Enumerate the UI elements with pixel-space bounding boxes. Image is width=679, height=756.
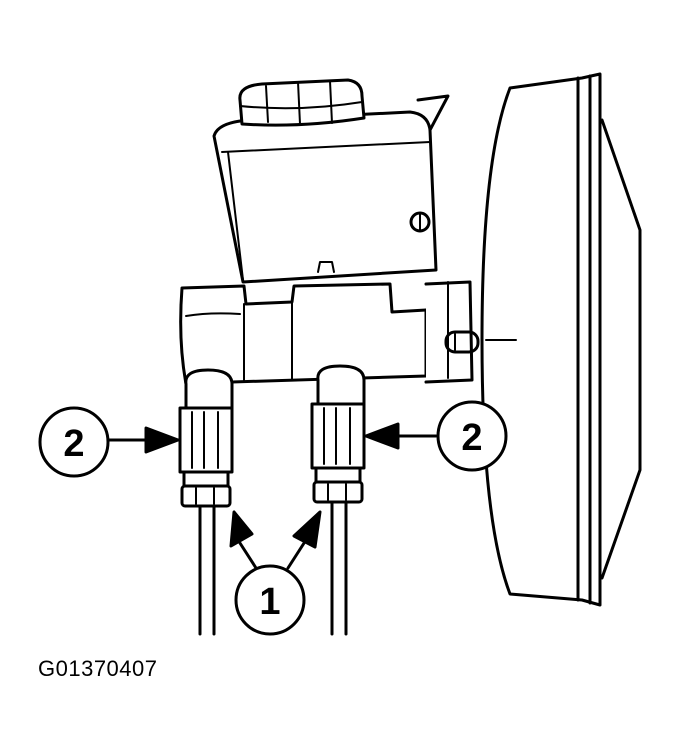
callout-brake-lines: 1 [234,564,306,636]
leader-arrows [106,422,438,570]
callout-label: 2 [461,417,482,459]
brake-booster [480,72,642,607]
callout-label: 1 [259,581,280,623]
left-outlet [178,368,234,636]
figure-id: G01370407 [38,656,158,681]
fluid-reservoir [212,94,450,284]
reservoir-cap [238,78,366,127]
callout-right-fitting: 2 [436,400,508,472]
callout-left-fitting: 2 [38,406,110,478]
callout-label: 2 [63,423,84,465]
master-cylinder-body [179,280,480,386]
right-outlet [310,364,366,636]
